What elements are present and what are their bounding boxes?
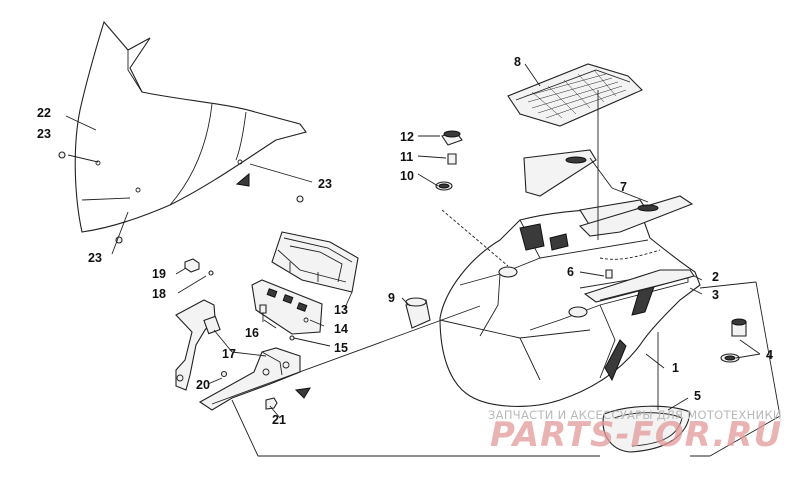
callout-4: 4 (766, 348, 773, 362)
upper-trims (523, 149, 694, 237)
callout-13: 13 (334, 303, 348, 317)
callout-10: 10 (400, 169, 414, 183)
callout-7: 7 (620, 180, 627, 194)
callout-12: 12 (400, 130, 414, 144)
callout-9: 9 (388, 291, 395, 305)
instrument-gauge (271, 231, 359, 293)
callout-11: 11 (400, 150, 413, 164)
callout-20: 20 (196, 378, 210, 392)
callout-3: 3 (712, 288, 719, 302)
callout-1: 1 (672, 361, 679, 375)
callout-5: 5 (694, 389, 701, 403)
callout-22: 22 (37, 106, 51, 120)
callout-14: 14 (334, 322, 348, 336)
watermark-brand: PARTS-FOR.RU (490, 415, 782, 455)
callout-17: 17 (222, 347, 236, 361)
callout-23-b: 23 (318, 177, 332, 191)
callout-6: 6 (567, 265, 574, 279)
front-arrow-icon-2 (294, 387, 311, 399)
hood-cowl (439, 199, 701, 407)
watermark-tagline: ЗАПЧАСТИ И АКСЕССУАРЫ ДЛЯ МОТОТЕХНИКИ (488, 408, 782, 422)
switch-parts (405, 130, 463, 329)
windshield (74, 20, 307, 233)
callout-labels: 22 23 23 23 19 18 13 14 15 16 17 20 21 9… (37, 55, 773, 427)
gauge-bracket (251, 279, 323, 335)
callout-23-c: 23 (88, 251, 102, 265)
small-fasteners (184, 258, 295, 341)
support-brackets (175, 299, 311, 411)
callout-23-a: 23 (37, 127, 51, 141)
callout-15: 15 (334, 341, 348, 355)
windshield-screws (58, 151, 304, 244)
assembly-outline (211, 281, 781, 457)
storage-net (507, 63, 643, 127)
watermark: ЗАПЧАСТИ И АКСЕССУАРЫ ДЛЯ МОТОТЕХНИКИ PA… (488, 408, 782, 455)
accessory-parts (602, 269, 747, 453)
callout-2: 2 (712, 270, 719, 284)
callout-19: 19 (152, 267, 166, 281)
front-arrow-icon (235, 172, 250, 187)
callout-18: 18 (152, 287, 166, 301)
callout-16: 16 (245, 326, 259, 340)
callout-8: 8 (514, 55, 521, 69)
callout-21: 21 (272, 413, 286, 427)
leader-lines (65, 63, 761, 419)
